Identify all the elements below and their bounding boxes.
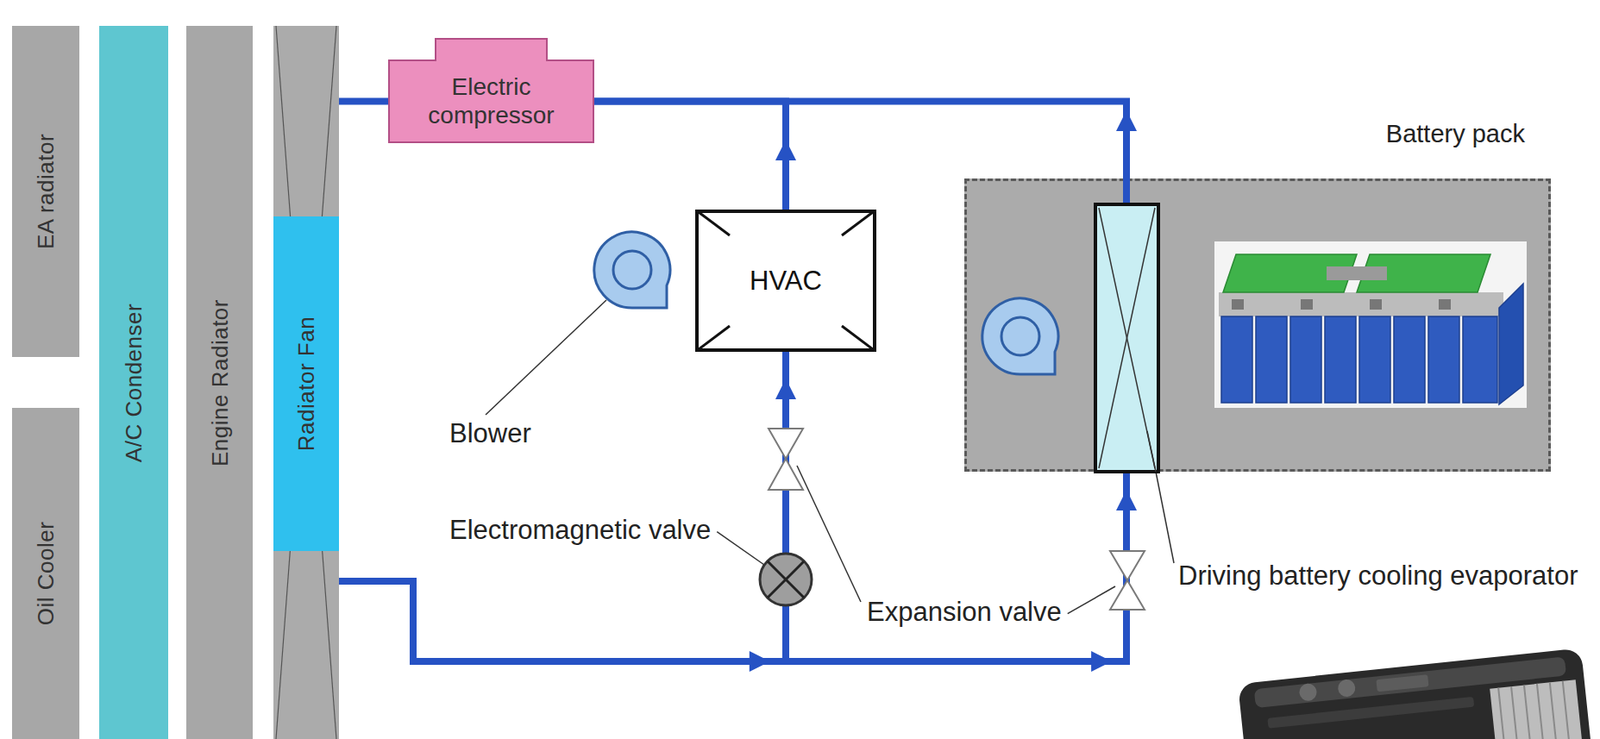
part-label: Expansion valve bbox=[866, 596, 1062, 628]
blower-symbol bbox=[613, 250, 652, 289]
pipe-line bbox=[338, 351, 786, 662]
battery-terminal bbox=[1438, 299, 1451, 310]
part-label: Driving battery cooling evaporator bbox=[1178, 560, 1579, 592]
expansion-valve-symbol bbox=[768, 428, 804, 459]
solenoid-valve-cross bbox=[767, 561, 804, 598]
leader-line bbox=[716, 532, 765, 565]
hvac-corner-line bbox=[841, 326, 877, 352]
pipe-line bbox=[594, 101, 786, 211]
node-label: EA radiator bbox=[32, 133, 60, 250]
expansion-valve-symbol bbox=[1110, 551, 1145, 581]
leader-line bbox=[1147, 431, 1156, 472]
unit-port bbox=[1298, 683, 1318, 703]
blower-symbol bbox=[1001, 317, 1040, 356]
battery-image-ground bbox=[1214, 241, 1527, 408]
expansion-valve-symbol bbox=[768, 458, 804, 490]
fan-bar: Radiator Fan bbox=[273, 25, 339, 739]
unit-fin bbox=[1511, 686, 1521, 739]
cooling-unit-photo bbox=[1237, 647, 1594, 739]
solenoid-valve-symbol bbox=[759, 553, 812, 606]
leader-line bbox=[485, 300, 607, 415]
flow-arrowhead bbox=[1116, 489, 1137, 511]
battery-cell bbox=[1324, 316, 1356, 403]
battery-terminal bbox=[1369, 299, 1382, 310]
hvac-corner-line bbox=[841, 209, 877, 236]
unit-rib bbox=[1267, 696, 1475, 729]
node-label: A/C Condenser bbox=[120, 302, 148, 462]
node-label: Radiator Fan bbox=[293, 316, 320, 452]
battery-side bbox=[1499, 283, 1524, 405]
leader-line bbox=[1067, 586, 1116, 615]
radiator-bar: Engine Radiator bbox=[186, 25, 253, 739]
flow-arrowhead bbox=[775, 139, 797, 161]
fan-band: Radiator Fan bbox=[273, 216, 339, 552]
cooler-bar: Oil Cooler bbox=[12, 407, 80, 739]
hvac-corner-line bbox=[695, 326, 730, 352]
battery-cell bbox=[1221, 316, 1253, 403]
refrigerant-pipe bbox=[338, 351, 797, 672]
radiator-bar: EA radiator bbox=[12, 25, 80, 358]
unit-fin bbox=[1562, 681, 1573, 739]
blower-symbol bbox=[594, 232, 671, 308]
battery-pack-region: Battery pack bbox=[964, 178, 1551, 472]
part-label: Blower bbox=[449, 418, 532, 450]
battery-cell bbox=[1393, 316, 1425, 403]
unit-body bbox=[1237, 647, 1594, 739]
unit-label bbox=[1375, 674, 1429, 692]
evaporator-symbol bbox=[1095, 204, 1159, 472]
hvac-corner-line bbox=[695, 209, 730, 236]
pipe-line bbox=[594, 101, 1127, 180]
leader-line bbox=[796, 465, 861, 603]
unit-fin bbox=[1498, 688, 1508, 739]
compressor-box: Electric compressor bbox=[388, 59, 595, 144]
part-label: Electromagnetic valve bbox=[449, 514, 711, 546]
evaporator-cross bbox=[1098, 207, 1155, 469]
battery-cell bbox=[1359, 316, 1391, 403]
node-label: Engine Radiator bbox=[206, 299, 233, 467]
battery-cell bbox=[1290, 316, 1322, 403]
node-label: Electric compressor bbox=[389, 73, 593, 129]
unit-fins bbox=[1489, 679, 1585, 739]
flow-arrowhead bbox=[1091, 651, 1112, 672]
flow-arrowhead bbox=[775, 378, 797, 400]
refrigerant-pipe bbox=[594, 101, 1137, 180]
pipe-line bbox=[338, 98, 389, 106]
compressor-tab bbox=[434, 37, 548, 62]
hvac-box: HVAC bbox=[695, 209, 877, 352]
expansion-valve-symbol bbox=[1110, 580, 1145, 610]
unit-fin bbox=[1524, 685, 1534, 739]
evaporator-cross bbox=[1098, 207, 1155, 469]
region-heading: Battery pack bbox=[1386, 119, 1525, 149]
solenoid-valve-cross bbox=[767, 561, 804, 598]
battery-connector bbox=[1326, 266, 1387, 281]
unit-fin bbox=[1549, 682, 1560, 739]
refrigerant-pipe bbox=[338, 100, 389, 102]
battery-terminal bbox=[1300, 299, 1313, 310]
flow-arrowhead bbox=[1116, 110, 1137, 132]
pipe-line bbox=[338, 471, 1127, 662]
node-label: HVAC bbox=[749, 265, 822, 297]
battery-terminal bbox=[1231, 299, 1244, 310]
unit-port bbox=[1336, 678, 1356, 698]
refrigerant-pipe bbox=[338, 471, 1137, 672]
battery-cell bbox=[1428, 316, 1460, 403]
unit-fin bbox=[1537, 683, 1547, 739]
battery-cell bbox=[1462, 316, 1498, 403]
leader-line bbox=[1155, 471, 1174, 564]
node-label: Oil Cooler bbox=[32, 521, 60, 627]
battery-pack-illustration bbox=[964, 178, 1551, 472]
battery-tray bbox=[1218, 292, 1504, 317]
condenser-bar: A/C Condenser bbox=[99, 25, 169, 739]
blower-symbol bbox=[982, 298, 1059, 375]
refrigerant-pipe bbox=[594, 101, 797, 211]
pipe-stub bbox=[1123, 178, 1130, 205]
battery-cell bbox=[1255, 316, 1287, 403]
